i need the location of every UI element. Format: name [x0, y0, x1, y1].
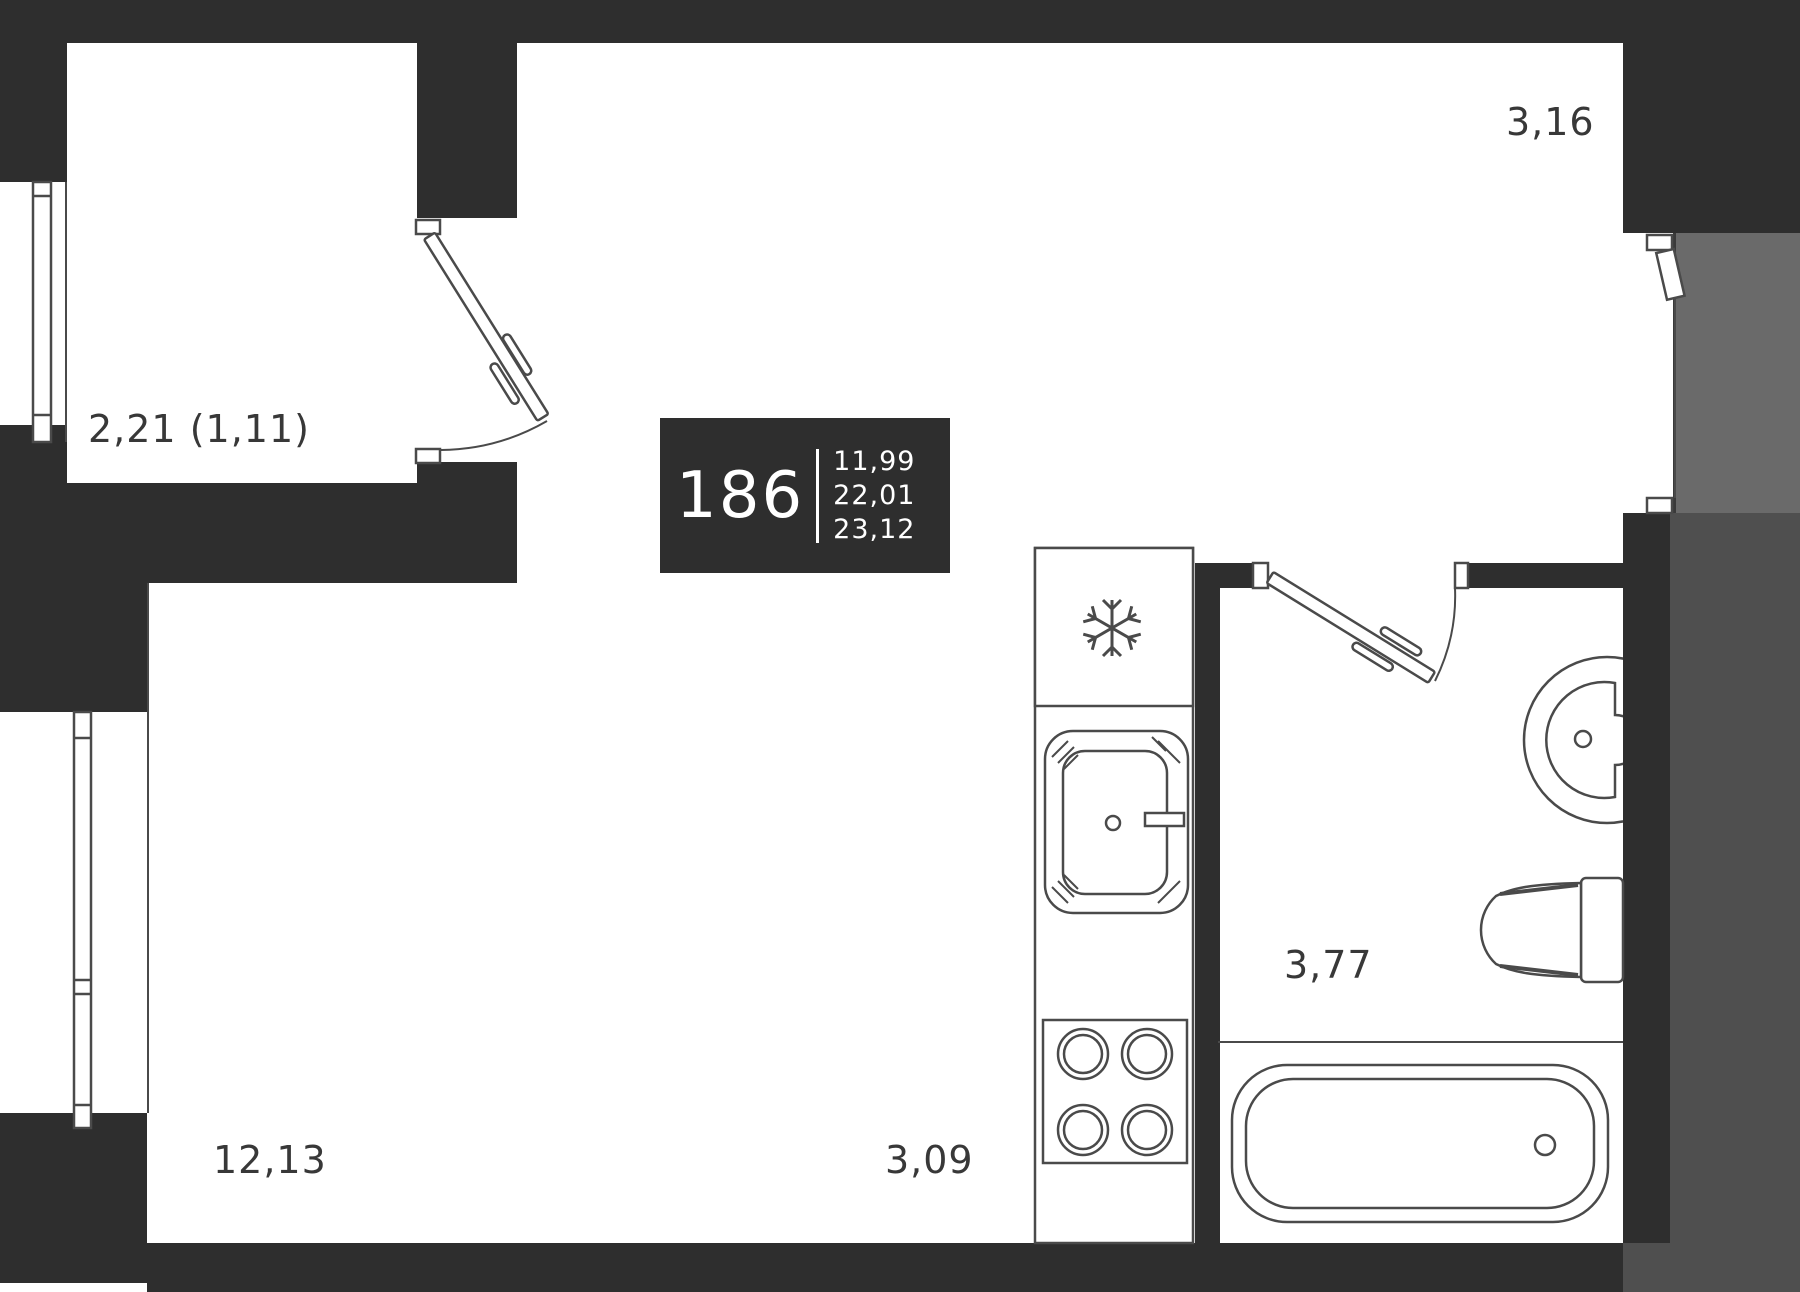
unit-info-card: 186 11,99 22,01 23,12 [660, 418, 950, 573]
wall-bathroom-top-stub [1195, 563, 1253, 588]
entry-area-label: 3,16 [1506, 100, 1595, 144]
wall-balcony-door-lower [417, 462, 517, 583]
unit-area-list: 11,99 22,01 23,12 [833, 445, 915, 547]
toilet-icon [1479, 876, 1625, 984]
bathtub-icon [1230, 1063, 1610, 1224]
kitchen-area-label: 3,09 [885, 1138, 974, 1182]
bathroom-door-swing-icon [1251, 561, 1470, 684]
wall-left-top [0, 0, 67, 182]
wall-left-lower [0, 1113, 147, 1283]
corridor-lower-zone [1670, 513, 1800, 1292]
balcony-area-label: 2,21 (1,11) [88, 407, 310, 451]
wall-top-band [0, 0, 1800, 43]
balcony-door-swing-icon [414, 218, 549, 465]
kitchen-sink-icon [1043, 729, 1190, 915]
wall-bottom-band [147, 1243, 1623, 1292]
unit-area-line: 22,01 [833, 479, 916, 511]
wall-right [1623, 513, 1670, 1243]
wall-kitchen-bathroom [1195, 563, 1220, 1243]
wall-bathroom-top-right [1468, 563, 1623, 588]
bathroom-area-label: 3,77 [1284, 943, 1373, 987]
snowflake-icon [1082, 598, 1142, 658]
wall-top-right-block [1623, 0, 1800, 233]
unit-card-divider [816, 448, 820, 543]
corridor-bottom-gray [1623, 1243, 1670, 1292]
unit-area-line: 11,99 [833, 445, 916, 477]
wall-left-upper [0, 583, 147, 712]
entry-door-icon [1645, 233, 1687, 515]
living-area-label: 12,13 [213, 1138, 327, 1182]
unit-area-line: 23,12 [833, 513, 916, 545]
window-icon [72, 583, 149, 1130]
balcony-window-icon [31, 180, 67, 444]
unit-number: 186 [676, 458, 805, 533]
bath-sink-icon [1522, 655, 1623, 825]
wall-balcony-right [417, 0, 517, 218]
stove-burners-icon [1041, 1018, 1189, 1165]
